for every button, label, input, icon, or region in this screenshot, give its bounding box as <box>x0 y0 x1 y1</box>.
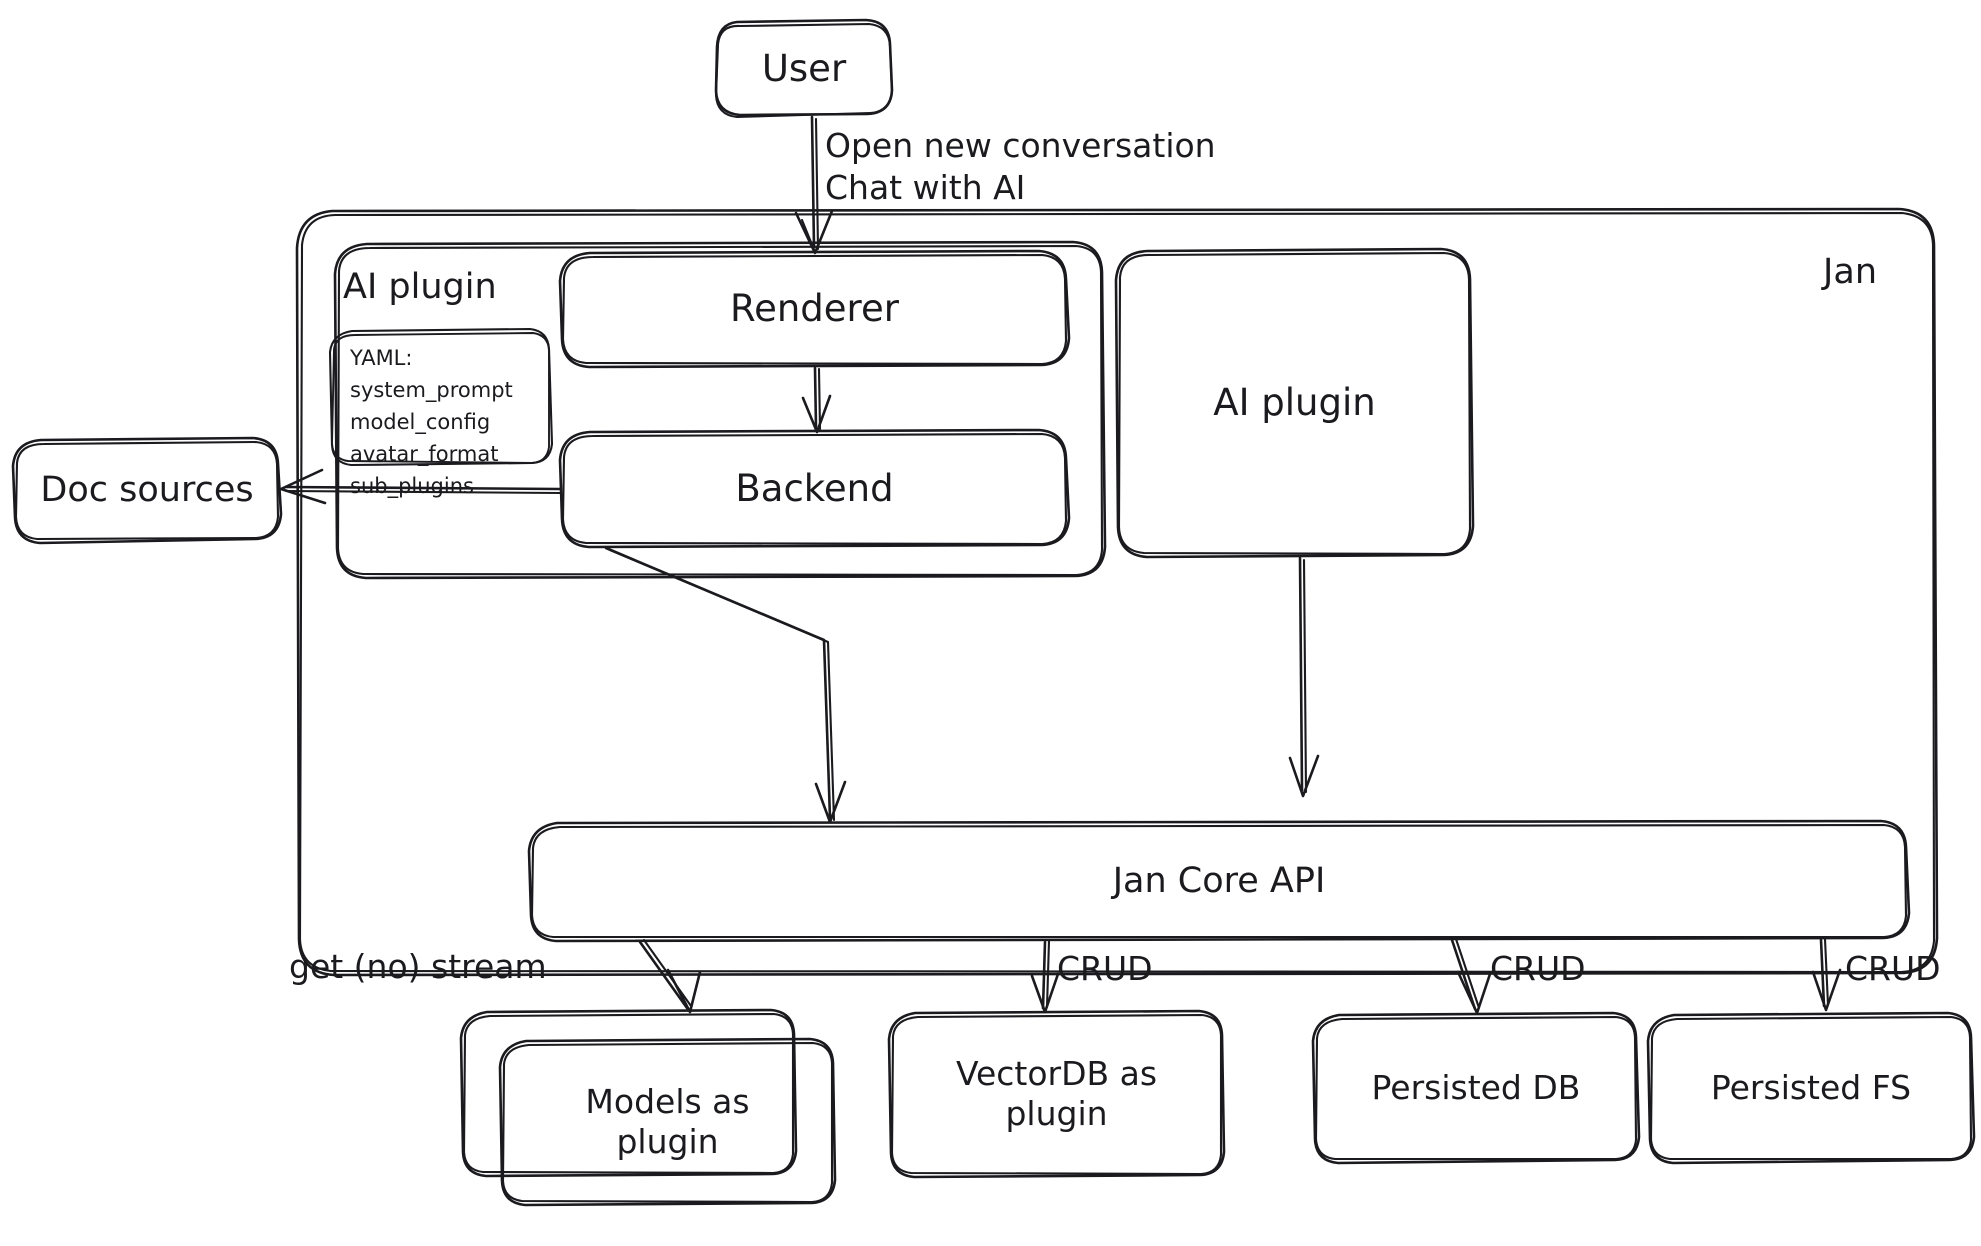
node-backend-label: Backend <box>735 466 894 510</box>
arrow-core-to-persisted-fs <box>1811 937 1842 1012</box>
node-doc-sources-label: Doc sources <box>40 470 254 511</box>
node-persisted-db-label: Persisted DB <box>1371 1067 1581 1107</box>
node-persisted-db[interactable]: Persisted DB <box>1313 1013 1639 1163</box>
node-doc-sources[interactable]: Doc sources <box>13 438 281 543</box>
node-vectordb-plugin-label: VectorDB as plugin <box>955 1053 1158 1133</box>
edge-label-get-no-stream: get (no) stream <box>289 947 547 986</box>
edge-label-crud-persisted-db: CRUD <box>1490 949 1586 988</box>
edge-label-crud-vectordb: CRUD <box>1057 949 1153 988</box>
node-models-plugin[interactable]: Models as plugin <box>500 1039 835 1205</box>
node-renderer[interactable]: Renderer <box>560 251 1069 367</box>
node-models-plugin-label: Models as plugin <box>585 1081 750 1161</box>
node-ai-plugin[interactable]: AI plugin <box>1116 249 1473 557</box>
node-ai-plugin-label: AI plugin <box>1213 381 1376 425</box>
node-renderer-label: Renderer <box>730 287 899 331</box>
edge-label-user-flow: Open new conversation Chat with AI <box>825 126 1216 208</box>
node-user[interactable]: User <box>716 20 892 117</box>
arrow-core-to-persisted-db <box>1450 937 1492 1015</box>
node-jan-core-api[interactable]: Jan Core API <box>529 821 1909 941</box>
arrow-core-to-models <box>638 938 702 1014</box>
arrow-core-to-vectordb <box>1030 939 1060 1014</box>
node-user-label: User <box>761 46 847 90</box>
arrow-ai-plugin-to-core <box>1288 556 1320 798</box>
ai-plugin-group-label: AI plugin <box>343 267 497 307</box>
node-backend[interactable]: Backend <box>560 430 1069 547</box>
node-persisted-fs[interactable]: Persisted FS <box>1648 1013 1974 1163</box>
yaml-note-text: YAML: system_prompt model_config avatar_… <box>350 346 513 498</box>
arrow-backend-to-core <box>604 546 847 824</box>
arrow-renderer-to-backend <box>801 366 832 434</box>
node-persisted-fs-label: Persisted FS <box>1710 1067 1912 1107</box>
node-vectordb-plugin[interactable]: VectorDB as plugin <box>889 1011 1224 1177</box>
outer-container-label: Jan <box>1823 252 1877 292</box>
node-jan-core-api-label: Jan Core API <box>1112 860 1326 901</box>
edge-label-crud-persisted-fs: CRUD <box>1845 949 1941 988</box>
